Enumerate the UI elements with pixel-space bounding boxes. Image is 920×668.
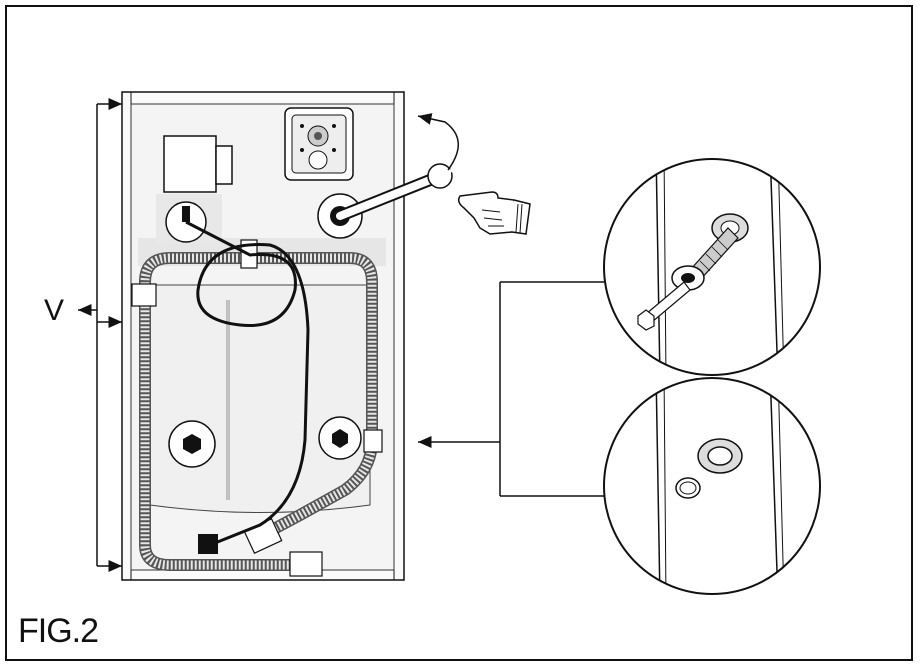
detail-hole-cap — [603, 377, 821, 595]
figure-label: FIG.2 — [18, 612, 99, 650]
wrench-icon — [334, 163, 453, 222]
callout-leader — [418, 281, 604, 497]
power-cable — [185, 220, 310, 547]
plug-icon — [198, 534, 218, 554]
valve-box — [163, 135, 217, 193]
pointing-hand-icon — [457, 191, 531, 235]
dimension-v — [78, 98, 122, 572]
rotate-arrow-icon — [417, 113, 459, 171]
outer-frame — [5, 5, 913, 661]
detail-bolt-removal — [603, 158, 821, 376]
dimension-label: V — [44, 294, 65, 327]
machine-rear-view — [121, 91, 405, 581]
